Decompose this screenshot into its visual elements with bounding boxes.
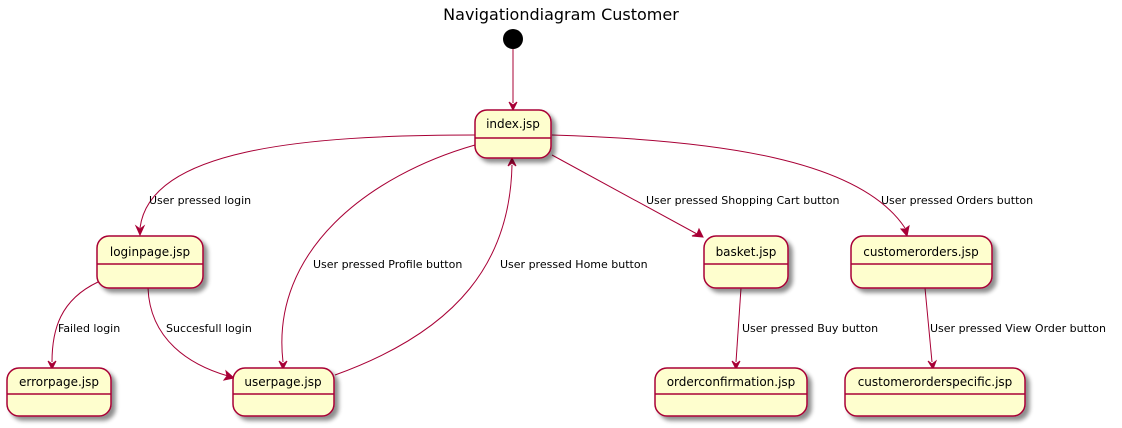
edge-label-index-user: User pressed Profile button <box>313 258 462 271</box>
edge-label-user-index: User pressed Home button <box>500 258 648 271</box>
state-userpage <box>232 367 335 417</box>
edge-label-basket-orderconf: User pressed Buy button <box>742 322 878 335</box>
edge-index-login <box>134 134 476 237</box>
state-basket <box>703 235 789 289</box>
state-label-loginpage: loginpage.jsp <box>110 245 190 259</box>
state-label-basket: basket.jsp <box>716 245 777 259</box>
edge-index-basket <box>551 154 704 238</box>
edge-label-index-custorders: User pressed Orders button <box>881 194 1033 207</box>
state-label-userpage: userpage.jsp <box>244 375 321 389</box>
start-node <box>503 29 523 49</box>
edge-label-login-error: Failed login <box>58 322 120 335</box>
state-errorpage <box>6 367 112 417</box>
edge-index-user <box>278 144 476 371</box>
state-orderconfirmation <box>654 367 808 417</box>
edge-custorders-custorderspec <box>924 287 938 371</box>
edge-login-user <box>147 287 236 381</box>
state-label-orderconfirmation: orderconfirmation.jsp <box>667 375 796 389</box>
state-index <box>474 109 552 159</box>
edge-index-custorders <box>551 134 910 238</box>
state-label-customerorderspecific: customerorderspecific.jsp <box>858 375 1013 389</box>
edge-label-index-basket: User pressed Shopping Cart button <box>646 194 840 207</box>
diagram-title: Navigationdiagram Customer <box>443 5 679 24</box>
edge-start-index <box>508 49 518 112</box>
edge-user-index <box>334 156 517 376</box>
state-label-errorpage: errorpage.jsp <box>19 375 99 389</box>
edge-label-custorders-custorderspec: User pressed View Order button <box>930 322 1106 335</box>
state-label-index: index.jsp <box>486 117 540 131</box>
state-loginpage <box>96 235 204 289</box>
edge-basket-orderconf <box>731 287 742 371</box>
state-customerorders <box>850 235 993 289</box>
edge-login-error <box>47 281 99 371</box>
state-customerorderspecific <box>844 367 1026 417</box>
state-label-customerorders: customerorders.jsp <box>863 245 979 259</box>
edge-label-index-login: User pressed login <box>149 194 251 207</box>
edge-label-login-user: Succesfull login <box>166 322 252 335</box>
